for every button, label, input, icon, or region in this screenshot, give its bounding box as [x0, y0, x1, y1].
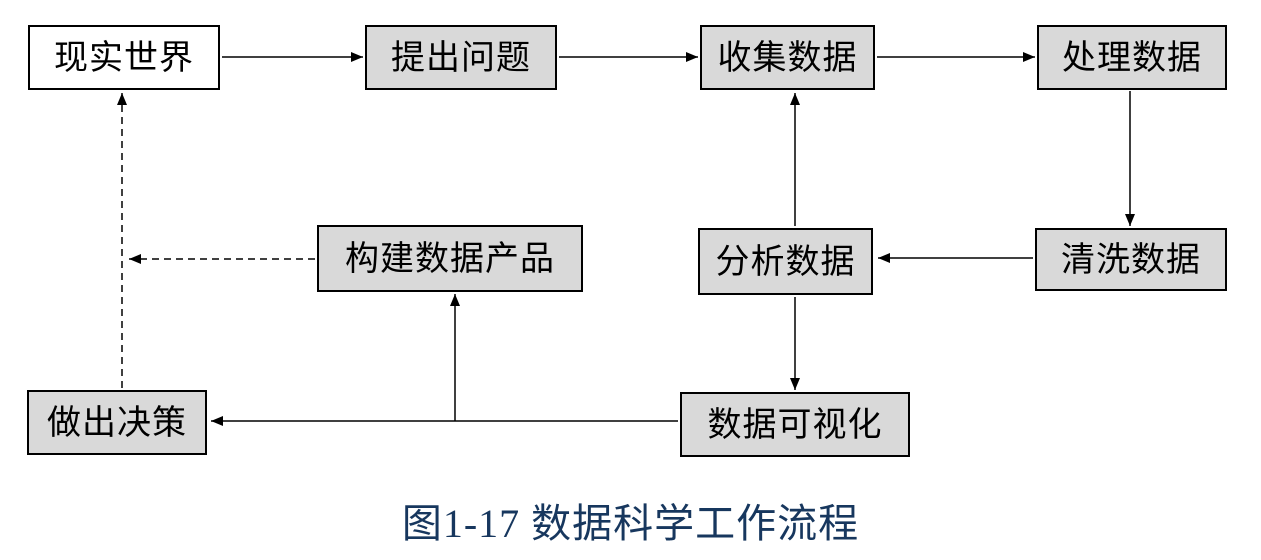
node-ask-question: 提出问题	[365, 25, 557, 90]
node-build-product: 构建数据产品	[317, 225, 583, 292]
node-real-world: 现实世界	[28, 25, 220, 90]
node-collect-data: 收集数据	[700, 25, 875, 90]
node-visualize-data: 数据可视化	[680, 392, 910, 457]
figure-caption: 图1-17 数据科学工作流程	[401, 501, 860, 546]
node-clean-data: 清洗数据	[1035, 228, 1227, 291]
node-make-decision: 做出决策	[27, 390, 207, 455]
node-analyze-data: 分析数据	[698, 228, 873, 295]
node-process-data: 处理数据	[1037, 25, 1227, 90]
